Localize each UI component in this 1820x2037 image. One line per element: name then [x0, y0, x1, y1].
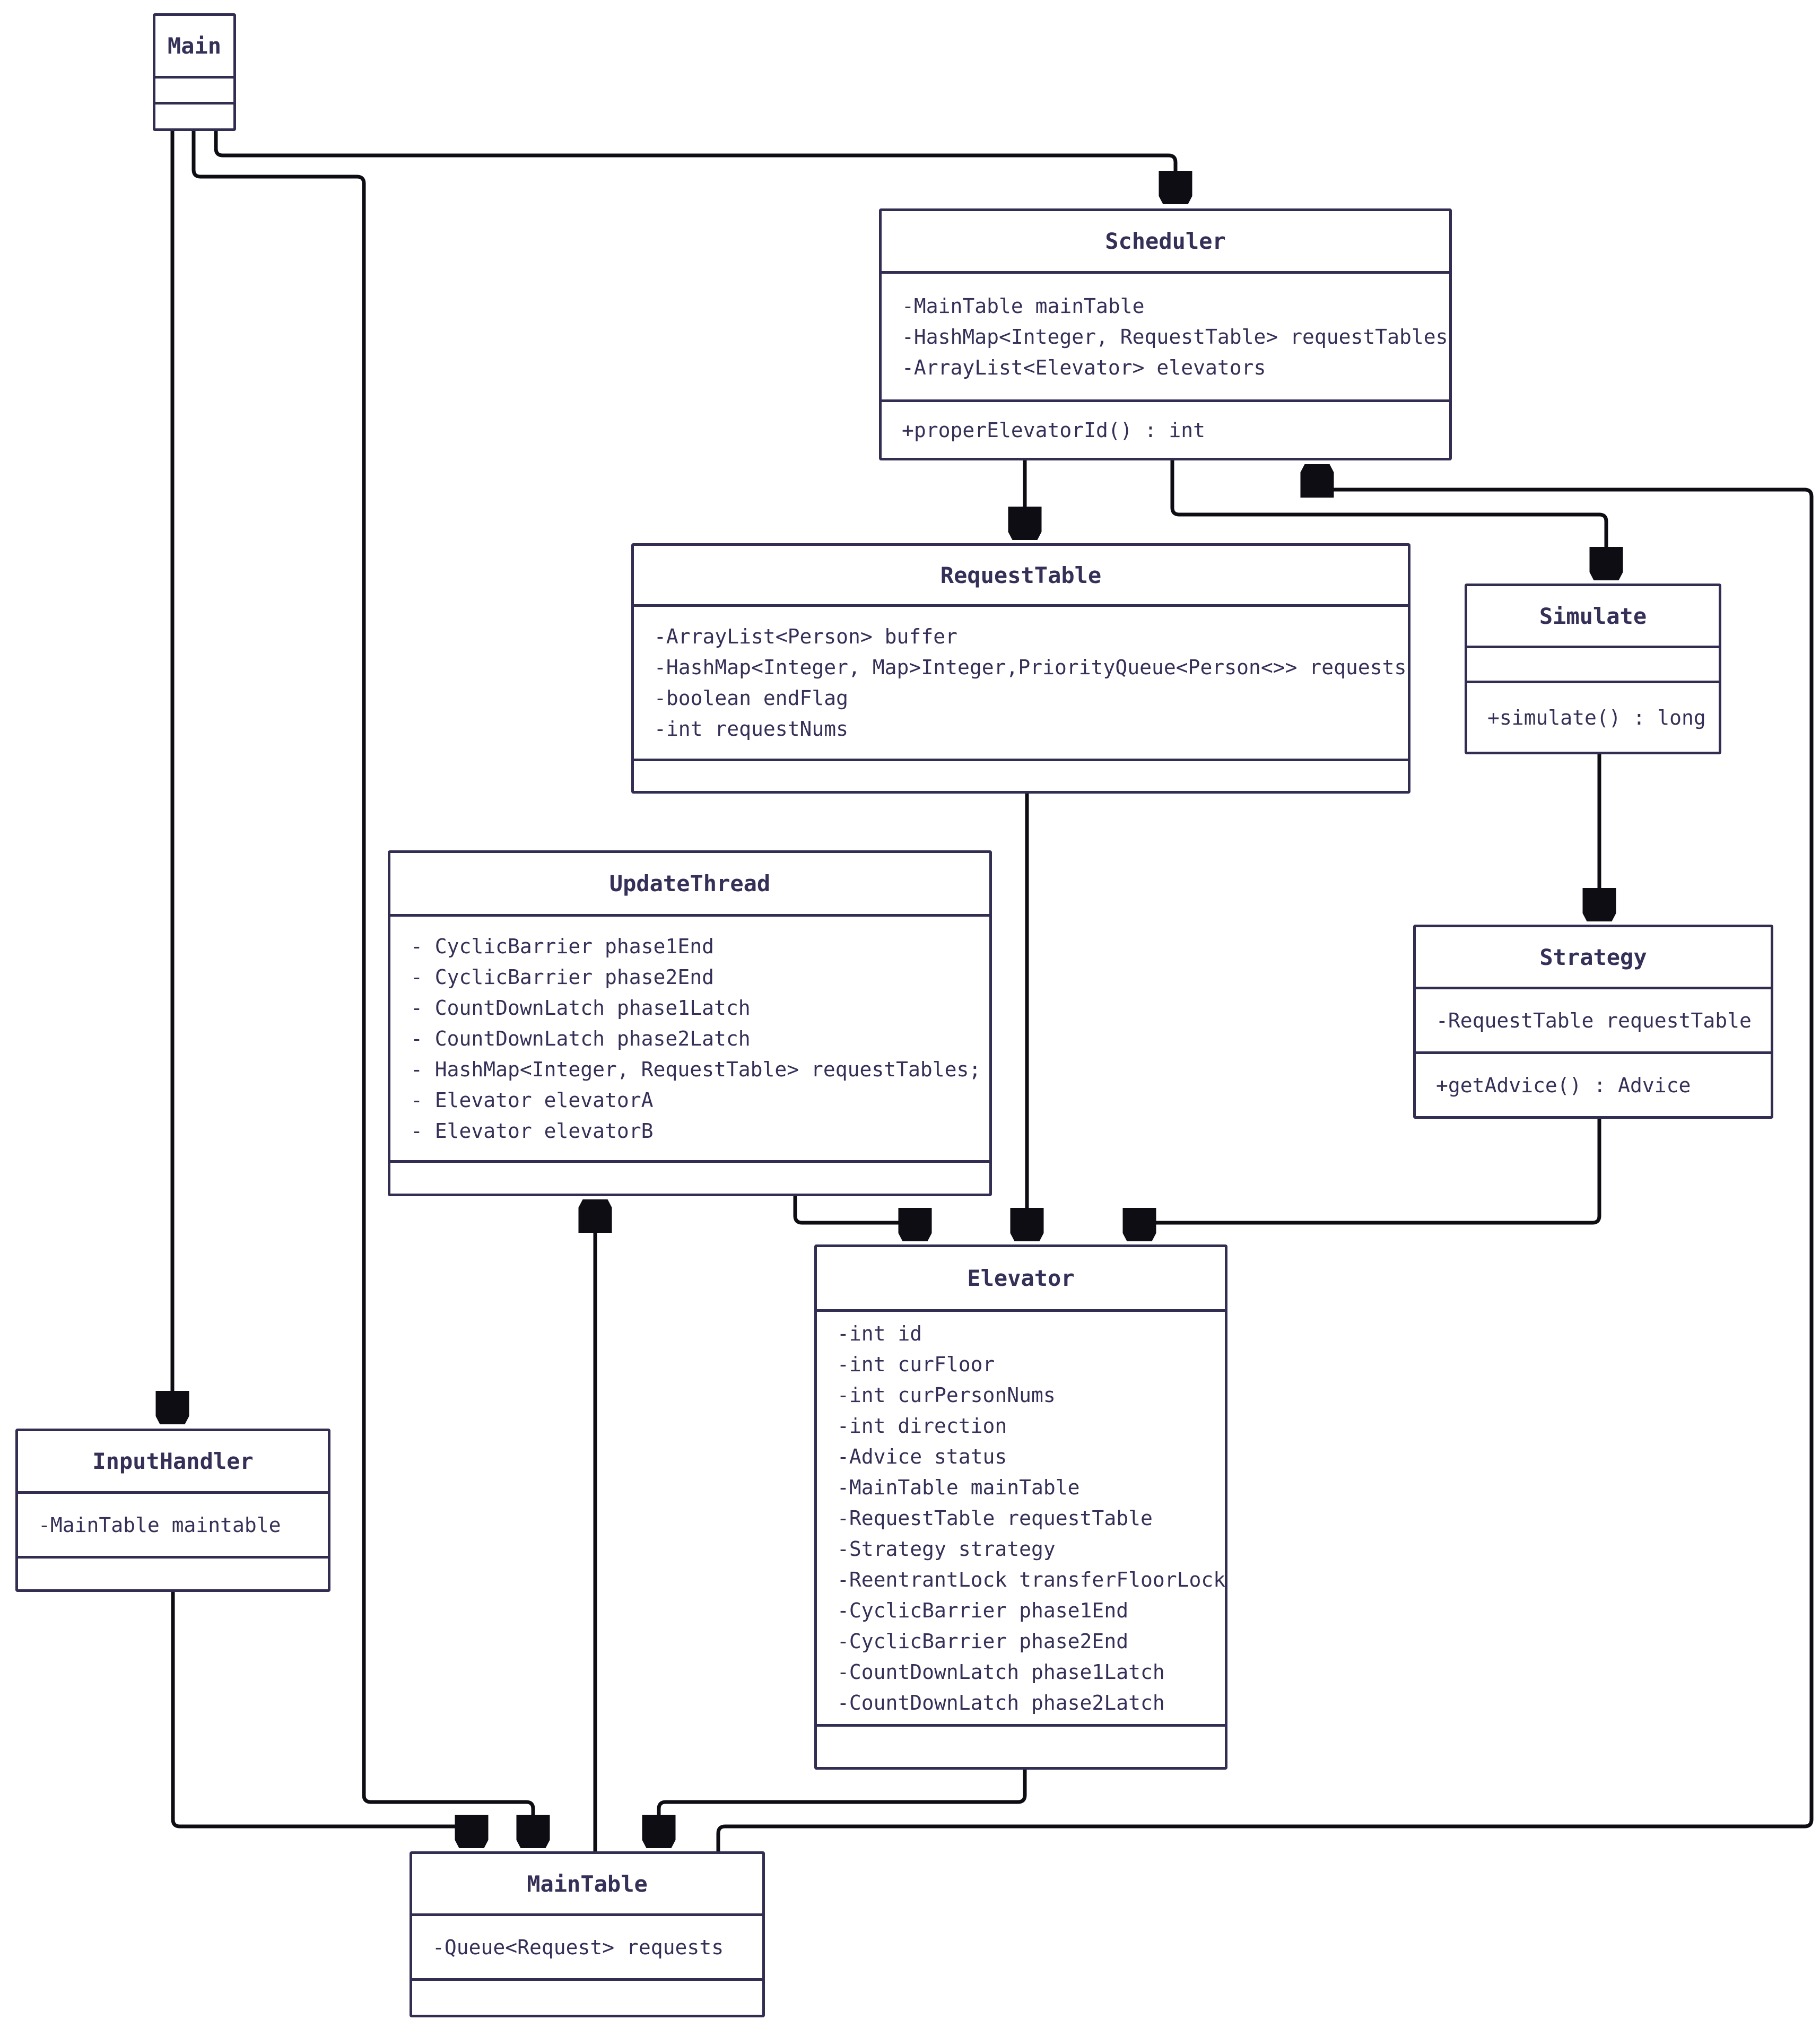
class-title-strategy: Strategy: [1416, 927, 1771, 989]
class-attribute: -CyclicBarrier phase2End: [837, 1629, 1129, 1653]
class-attribute: -int curFloor: [837, 1352, 995, 1376]
class-title-elevator: Elevator: [817, 1247, 1225, 1312]
class-box-inputhandler[interactable]: InputHandler -MainTable maintable: [15, 1429, 330, 1592]
class-attribute: - CountDownLatch phase1Latch: [411, 996, 751, 1020]
class-attribute: -CountDownLatch phase2Latch: [837, 1691, 1165, 1714]
class-attribute: -RequestTable requestTable: [837, 1506, 1153, 1530]
class-attribute: -Queue<Request> requests: [432, 1935, 724, 1959]
class-attribute: -HashMap<Integer, RequestTable> requestT…: [902, 325, 1448, 349]
class-method: +simulate() : long: [1487, 706, 1706, 729]
class-attributes-elevator: -int id -int curFloor -int curPersonNums -i…: [817, 1312, 1225, 1727]
class-attribute: -ArrayList<Elevator> elevators: [902, 355, 1266, 379]
class-attribute: -int curPersonNums: [837, 1383, 1056, 1407]
edge-elevator-maintable-arrow[interactable]: [659, 1768, 1027, 1843]
class-methods-maintable: [412, 1981, 762, 2015]
class-title-main: Main: [155, 16, 233, 79]
class-attributes-main: [155, 79, 233, 105]
class-box-main[interactable]: Main: [153, 13, 236, 131]
class-box-strategy[interactable]: Strategy -RequestTable requestTable +getAd…: [1413, 925, 1773, 1119]
class-attribute: - Elevator elevatorA: [411, 1088, 654, 1112]
edge-main-scheduler-arrow[interactable]: [214, 129, 1175, 199]
class-attribute: -MainTable mainTable: [902, 294, 1145, 318]
edge-maintable-scheduler-arrow[interactable]: [716, 469, 1814, 1853]
class-attribute: -Advice status: [837, 1444, 1007, 1468]
class-methods-main: [155, 105, 233, 128]
class-title-scheduler: Scheduler: [882, 211, 1449, 274]
class-attributes-strategy: -RequestTable requestTable: [1416, 989, 1771, 1054]
class-box-requesttable[interactable]: RequestTable -ArrayList<Person> buffer -Ha…: [631, 543, 1410, 794]
class-attribute: -MainTable maintable: [38, 1513, 281, 1537]
class-attribute: -CyclicBarrier phase1End: [837, 1598, 1129, 1622]
class-attributes-updatethread: - CyclicBarrier phase1End - CyclicBarrier…: [390, 917, 989, 1163]
class-title-simulate: Simulate: [1467, 586, 1719, 648]
class-attributes-maintable: -Queue<Request> requests: [412, 1916, 762, 1981]
class-attribute: - HashMap<Integer, RequestTable> request…: [411, 1057, 981, 1081]
class-attribute: - Elevator elevatorB: [411, 1119, 654, 1143]
edge-strategy-elevator-arrow[interactable]: [1139, 1117, 1601, 1237]
class-attribute: -Strategy strategy: [837, 1537, 1056, 1561]
class-attributes-simulate: [1467, 648, 1719, 683]
class-attribute: -int id: [837, 1321, 922, 1345]
class-attribute: -CountDownLatch phase1Latch: [837, 1660, 1165, 1684]
edge-main-maintable-arrow[interactable]: [191, 129, 533, 1843]
class-box-simulate[interactable]: Simulate +simulate() : long: [1465, 584, 1721, 754]
class-attribute: - CountDownLatch phase2Latch: [411, 1026, 751, 1050]
class-title-inputhandler: InputHandler: [18, 1431, 328, 1494]
class-methods-elevator: [817, 1727, 1225, 1767]
edge-updatethread-elevator-arrow[interactable]: [793, 1194, 915, 1237]
class-attribute: -RequestTable requestTable: [1436, 1008, 1752, 1032]
class-methods-inputhandler: [18, 1559, 328, 1589]
class-title-requesttable: RequestTable: [634, 546, 1408, 607]
class-attributes-inputhandler: -MainTable maintable: [18, 1494, 328, 1559]
class-attribute: -ReentrantLock transferFloorLock: [837, 1568, 1226, 1591]
class-attribute: -int requestNums: [654, 717, 849, 741]
class-methods-simulate: +simulate() : long: [1467, 683, 1719, 752]
class-title-updatethread: UpdateThread: [390, 853, 989, 917]
class-box-elevator[interactable]: Elevator -int id -int curFloor -int curPers…: [814, 1244, 1227, 1770]
class-box-updatethread[interactable]: UpdateThread- CyclicBarrier phase1End- C…: [388, 850, 992, 1196]
class-methods-updatethread: [390, 1163, 989, 1194]
class-attribute: -HashMap<Integer, Map>Integer,PriorityQu…: [654, 656, 1407, 679]
class-attribute: -MainTable mainTable: [837, 1475, 1080, 1499]
class-attribute: - CyclicBarrier phase2End: [411, 965, 714, 989]
class-box-scheduler[interactable]: Scheduler -MainTable mainTable -HashMap<In…: [879, 208, 1452, 460]
class-method: +getAdvice() : Advice: [1436, 1073, 1691, 1097]
class-attribute: -boolean endFlag: [654, 686, 849, 710]
class-box-maintable[interactable]: MainTable -Queue<Request> requests: [410, 1851, 765, 2017]
class-attributes-requesttable: -ArrayList<Person> buffer -HashMap<Intege…: [634, 607, 1408, 761]
class-title-maintable: MainTable: [412, 1854, 762, 1916]
edge-scheduler-simulate-arrow[interactable]: [1170, 458, 1606, 576]
class-methods-scheduler: +properElevatorId() : int: [882, 402, 1449, 458]
class-method: +properElevatorId() : int: [902, 418, 1205, 442]
class-attribute: - CyclicBarrier phase1End: [411, 934, 714, 958]
class-methods-strategy: +getAdvice() : Advice: [1416, 1054, 1771, 1116]
class-attribute: -int direction: [837, 1414, 1007, 1438]
edge-inputhandler-maintable-arrow[interactable]: [171, 1590, 472, 1843]
class-attributes-scheduler: -MainTable mainTable -HashMap<Integer, Re…: [882, 274, 1449, 402]
class-methods-requesttable: [634, 761, 1408, 791]
class-attribute: -ArrayList<Person> buffer: [654, 625, 957, 648]
